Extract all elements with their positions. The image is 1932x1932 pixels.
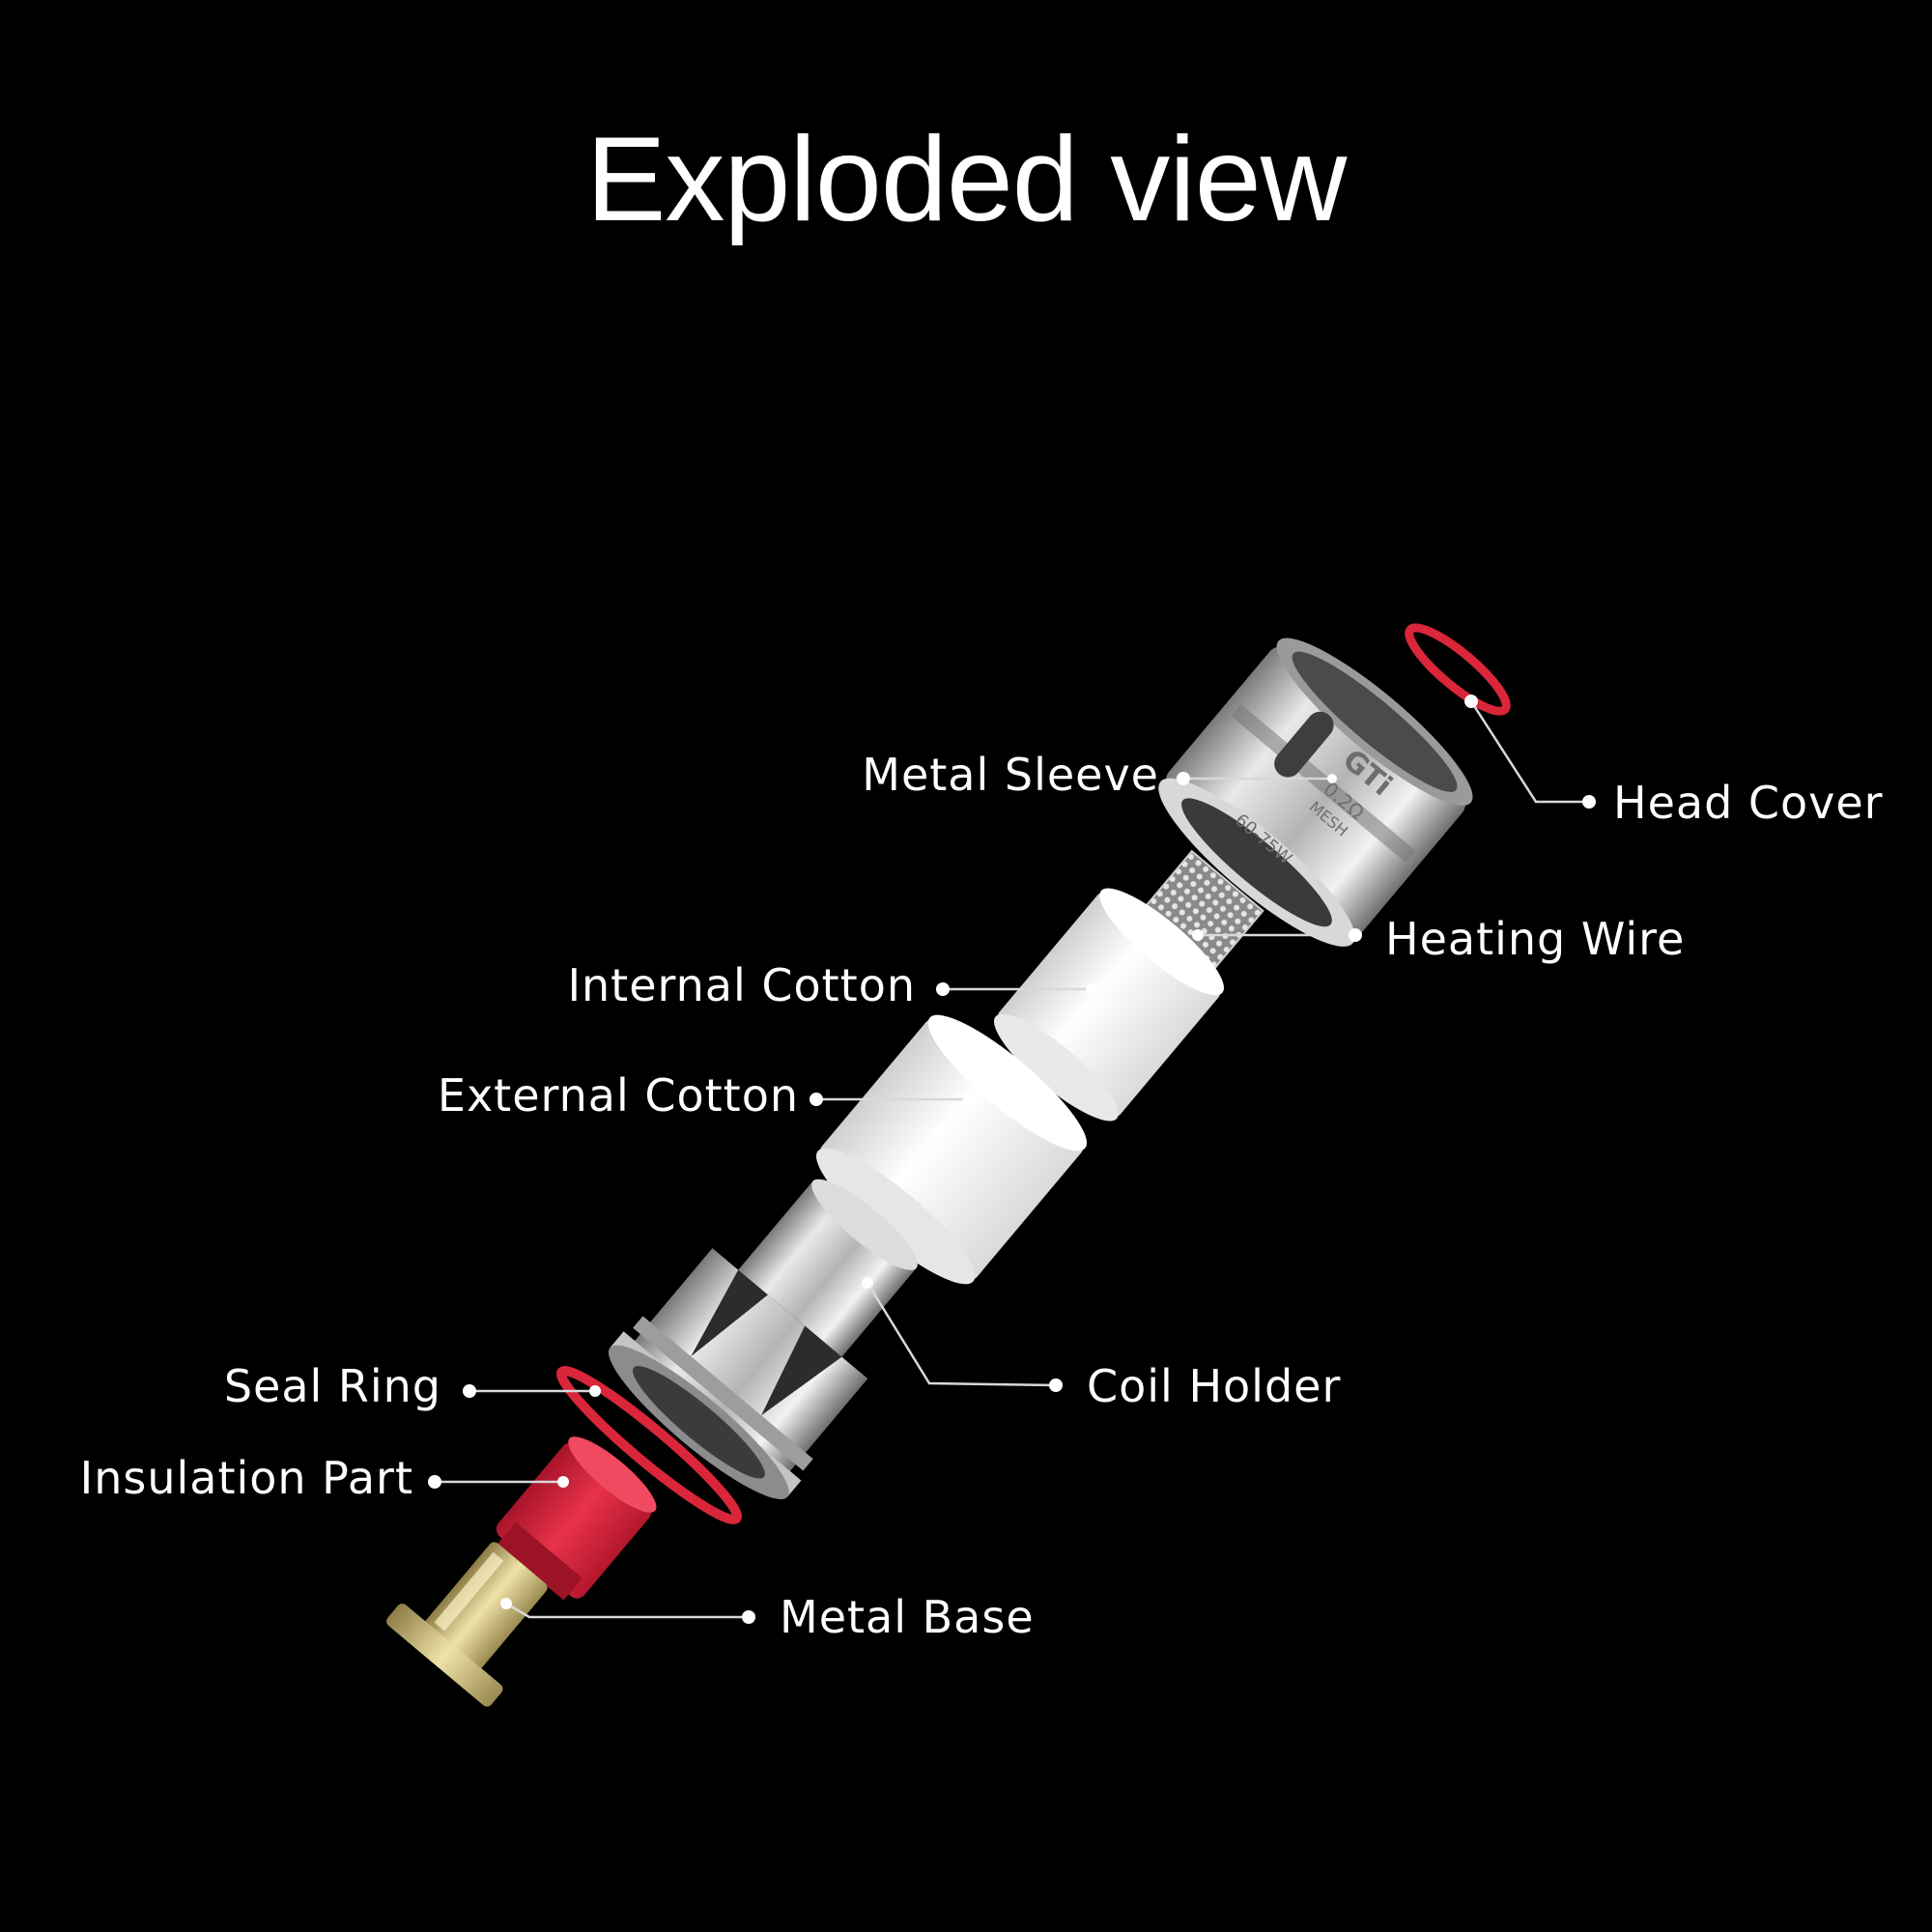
metal-sleeve-dot (1177, 772, 1190, 785)
seal-ring-dot (463, 1384, 476, 1398)
internal-cotton-dot (936, 982, 950, 996)
seal-ring-label: Seal Ring (224, 1360, 441, 1412)
external-cotton-dot (810, 1093, 823, 1106)
coil-holder-dot (1049, 1378, 1063, 1392)
external-cotton-label: External Cotton (438, 1069, 799, 1122)
heating-wire-dot (1349, 928, 1362, 942)
internal-cotton-label: Internal Cotton (567, 959, 916, 1011)
coil-holder-label: Coil Holder (1087, 1360, 1341, 1412)
head-cover-ring (1400, 617, 1516, 722)
head-cover-label: Head Cover (1613, 777, 1884, 829)
heating-wire-label: Heating Wire (1385, 913, 1685, 965)
metal-base-dot (742, 1610, 755, 1624)
metal-base-label: Metal Base (780, 1591, 1035, 1643)
head-cover-dot (1582, 795, 1596, 809)
insulation-part-dot (428, 1475, 441, 1489)
insulation-part-label: Insulation Part (80, 1452, 413, 1504)
metal-sleeve-label: Metal Sleeve (862, 749, 1159, 801)
